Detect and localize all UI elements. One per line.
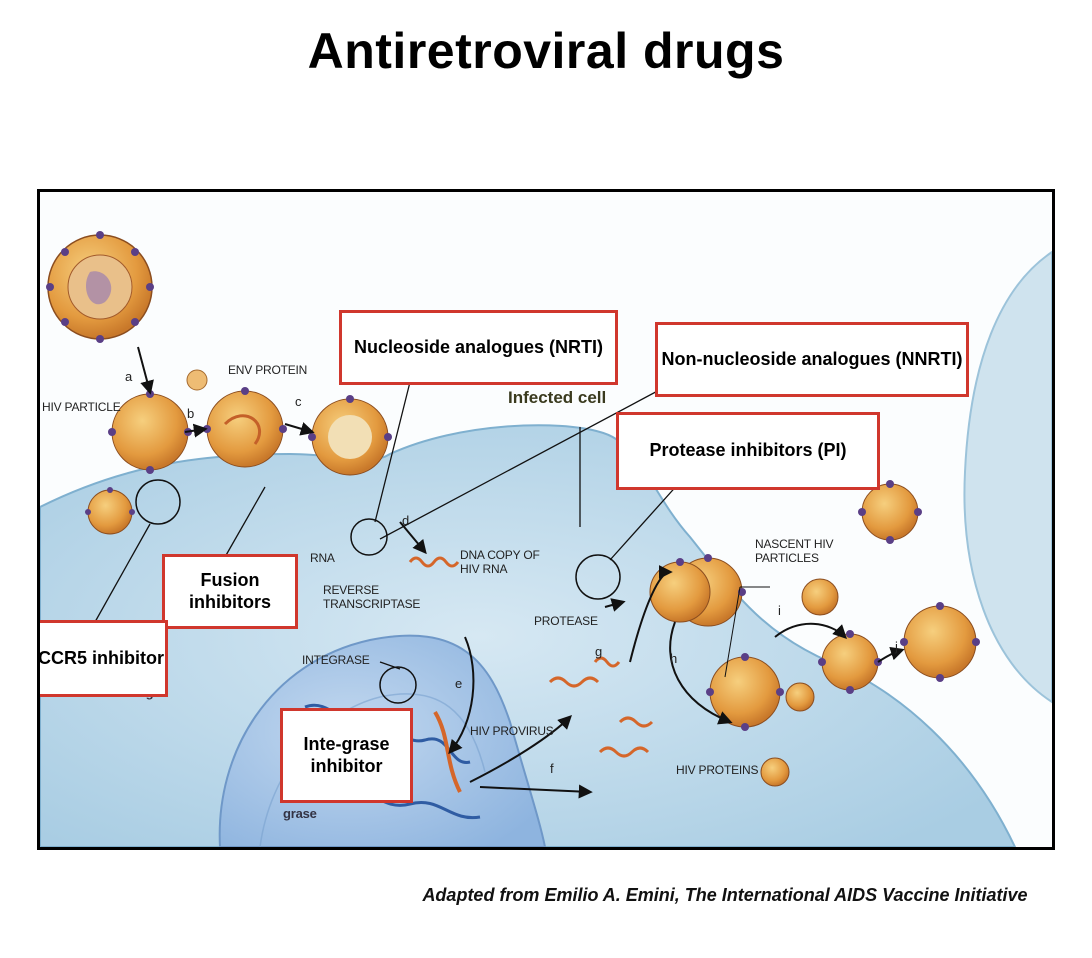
nascent-particle-3 xyxy=(861,483,919,541)
step-e: e xyxy=(455,676,463,691)
drug-box-pi: Protease inhibitors (PI) xyxy=(616,412,880,490)
diagram-artwork xyxy=(40,231,1052,847)
step-a: a xyxy=(125,369,133,384)
drug-label-ccr5: CCR5 inhibitor xyxy=(38,647,164,668)
drug-box-nnrti: Non-nucleoside analogues (NNRTI) xyxy=(655,322,969,397)
label-hiv-particle: HIV PARTICLE xyxy=(42,400,121,414)
step-i: i xyxy=(778,603,781,618)
drug-label-integrase: Inte-grase inhibitor xyxy=(303,733,390,776)
label-integrase: INTEGRASE xyxy=(302,653,370,667)
hiv-lifecycle-diagram: HIV PARTICLE ENV PROTEIN RNA REVERSE TRA… xyxy=(37,189,1055,850)
nascent-particle-6 xyxy=(760,757,790,787)
label-reverse-transcriptase: REVERSE TRANSCRIPTASE xyxy=(323,583,421,611)
budding-particle xyxy=(709,656,781,728)
callout-circles xyxy=(135,479,621,704)
label-hiv-provirus: HIV PROVIRUS xyxy=(470,724,554,738)
hiv-particle-c xyxy=(206,390,284,468)
mature-particle xyxy=(903,605,977,679)
label-dna-copy: DNA COPY OF HIV RNA xyxy=(460,548,540,576)
infected-cell-label: Infected cell xyxy=(508,388,607,407)
step-d: d xyxy=(402,513,410,528)
step-c: c xyxy=(295,394,302,409)
step-b: b xyxy=(187,406,195,421)
drug-label-fusion: Fusion inhibitors xyxy=(189,569,271,612)
hiv-particle-large xyxy=(47,234,153,340)
drug-label-nrti: Nucleoside analogues (NRTI) xyxy=(353,336,604,357)
step-j: j xyxy=(895,639,898,654)
hiv-particle-d xyxy=(87,489,133,535)
label-nascent-hiv-particles: NASCENT HIV PARTICLES xyxy=(755,537,834,565)
step-h: h xyxy=(670,651,678,666)
drug-box-ccr5: CCR5 inhibitor xyxy=(38,620,168,697)
budding-particle-top xyxy=(649,561,711,623)
env-protein-icon xyxy=(186,369,208,391)
label-protease: PROTEASE xyxy=(534,614,598,628)
label-hiv-proteins: HIV PROTEINS xyxy=(676,763,759,777)
neighbor-cell xyxy=(963,250,1052,704)
drug-box-nrti: Nucleoside analogues (NRTI) xyxy=(339,310,618,385)
label-partial-grase: grase xyxy=(283,806,317,821)
drug-box-integrase: Inte-grase inhibitor xyxy=(280,708,413,803)
step-f: f xyxy=(550,761,554,776)
nascent-particle-2 xyxy=(801,578,839,616)
step-g: g xyxy=(595,644,603,659)
process-arrows xyxy=(137,346,905,799)
nascent-particle-5 xyxy=(785,682,815,712)
page-title: Antiretroviral drugs xyxy=(307,23,785,79)
hiv-particle-b xyxy=(111,393,189,471)
hiv-protein-strands xyxy=(408,556,654,758)
drug-label-nnrti: Non-nucleoside analogues (NNRTI) xyxy=(661,348,963,369)
hiv-particle-fusing xyxy=(311,398,389,476)
citation: Adapted from Emilio A. Emini, The Intern… xyxy=(422,885,1028,905)
label-rna: RNA xyxy=(310,551,335,565)
drug-box-fusion: Fusion inhibitors xyxy=(162,554,298,629)
virion-spikes xyxy=(46,231,980,731)
nascent-particle-4 xyxy=(821,633,879,691)
drug-label-pi: Protease inhibitors (PI) xyxy=(649,440,847,461)
label-env-protein: ENV PROTEIN xyxy=(228,363,308,377)
